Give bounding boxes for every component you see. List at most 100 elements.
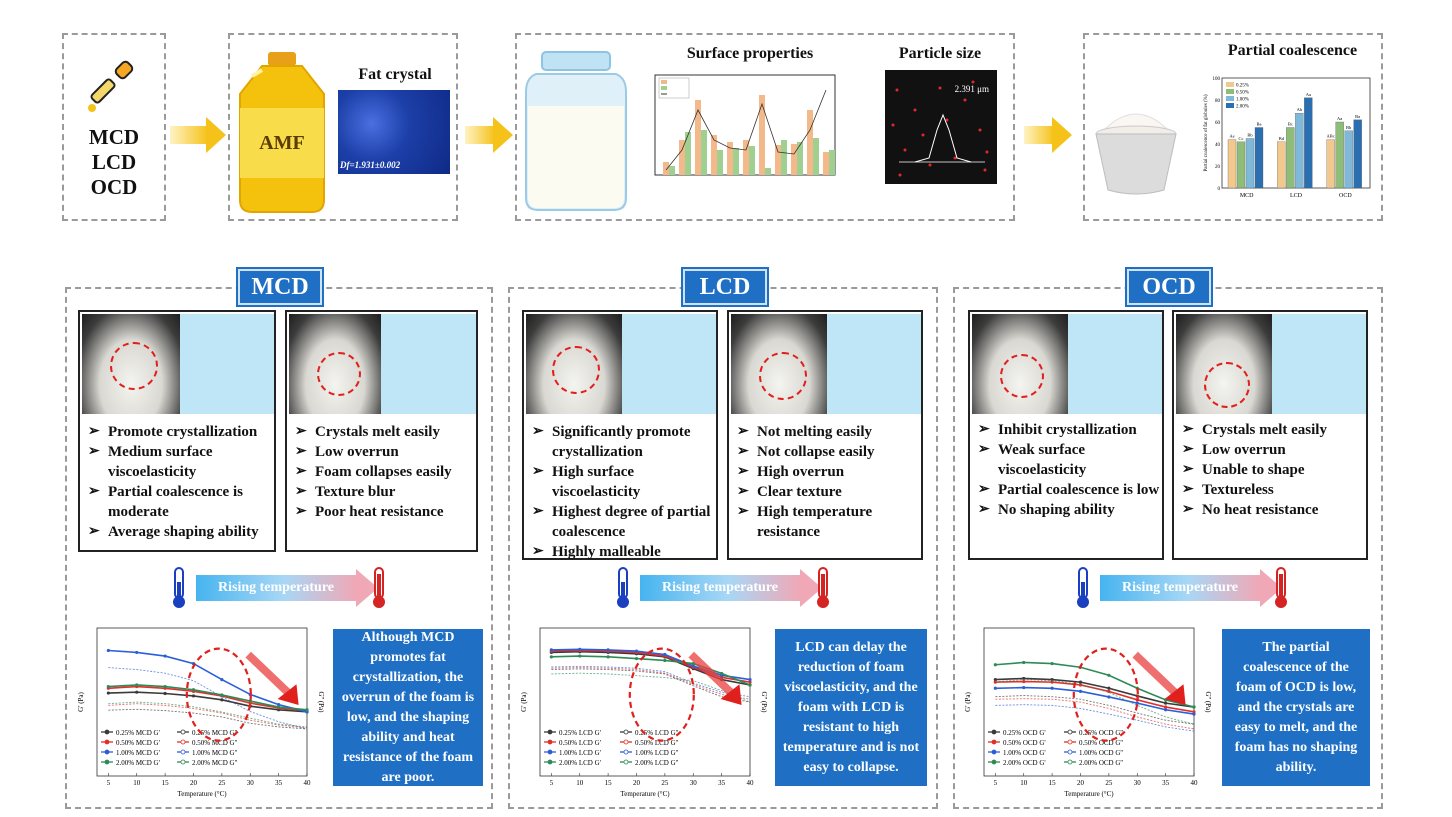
series-point [993,686,997,690]
bar-label: Bc [1288,122,1293,127]
bar-label: Ba [1355,114,1360,119]
series-point [220,698,224,702]
x-axis-label: Temperature (°C) [177,790,227,798]
series-line-gp [108,691,308,713]
particle-value: 2.391 μm [954,84,989,94]
legend-marker [180,759,186,765]
plot-frame [983,627,1195,777]
bar [1254,127,1264,189]
bar [1335,121,1344,189]
legend-label: 0.50% MCD G'' [192,739,237,747]
series-point [191,688,196,692]
ocd-left-bullet: No shaping ability [976,500,1164,520]
legend-label: 0.50% [1236,91,1249,96]
legend-swatch [1226,103,1234,108]
ocd-right-bullet: Textureless [1180,480,1368,500]
bar-label: Ae [1229,134,1234,139]
bar [1304,97,1313,189]
bar [1286,127,1295,189]
series-point [663,658,667,663]
bar [1277,141,1286,189]
series-point [993,680,997,684]
series-line-gpp [995,695,1195,725]
series-point [691,664,695,668]
legend-marker [991,739,997,745]
series-line-gpp [551,667,751,700]
series-line-gpp [995,698,1195,730]
bar [1236,141,1246,189]
ocd-crystal-illustration-2 [1272,314,1366,414]
ocd-right-panel: Crystals melt easily Low overrun Unable … [1172,310,1368,560]
ocd-right-bullet: Crystals melt easily [1180,420,1368,440]
x-tick-label: 10 [1020,779,1028,787]
bar-label: Bb [1247,133,1253,138]
series-point [748,677,752,682]
series-point [220,677,224,682]
x-tick-label: 5 [550,779,554,787]
legend-label: 0.25% OCD G'' [1079,729,1123,737]
series-point [606,655,610,659]
series-point [720,671,724,676]
trend-arrow-head [1164,684,1186,705]
fat-crystal-title: Fat crystal [358,66,432,83]
lcd-left-bullet: Significantly promote crystallization [530,422,718,462]
x-tick-label: 30 [1134,779,1142,787]
series-line-gp [108,649,308,713]
trend-arrow-head [277,684,299,705]
legend-marker [623,749,629,755]
series-point [1164,701,1168,705]
legend-label: 2.00% MCD G' [116,759,160,767]
x-tick-label: 40 [304,779,312,787]
ocd-left-bullet: Inhibit crystallization [976,420,1164,440]
mcd-left-bullet: Medium surface viscoelasticity [86,442,276,482]
series-point [1050,680,1054,684]
oil-bottle-icon [232,50,332,215]
legend-label: 2.00% LCD G'' [635,759,678,767]
cd-type-mcd: MCD [88,125,140,149]
x-tick-label: 10 [576,779,584,787]
series-point [1022,660,1026,665]
cold-thermometer-icon [168,566,190,610]
fat-crystal-image: Df=1.931±0.002 [338,90,450,174]
series-point [106,684,110,689]
section-tag-lcd: LCD [683,269,767,305]
series-point [578,654,582,658]
category-label: LCD [1290,193,1303,199]
series-point [1078,680,1083,684]
bar-label: Aa [1337,116,1342,121]
bar [1295,113,1304,189]
ocd-left-bullets: Inhibit crystallization Weak surface vis… [976,420,1164,520]
series-line-gpp [108,667,308,730]
x-tick-label: 25 [1105,779,1113,787]
x-tick-label: 25 [218,779,226,787]
ocd-focus-circle-2 [1204,362,1250,408]
ocd-left-bullet: Weak surface viscoelasticity [976,440,1164,480]
cd-type-lcd: LCD [91,150,137,174]
legend-marker [104,759,110,765]
y-tick-label: 100 [1213,77,1221,82]
series-point [1050,661,1054,666]
x-tick-label: 30 [690,779,698,787]
series-point [663,652,667,657]
legend-marker [104,739,110,745]
ocd-right-bullet: No heat resistance [1180,500,1368,520]
series-point [1192,710,1196,714]
series-line-gpp [108,703,308,729]
cd-types-box [62,33,166,221]
dropper-icon [84,58,140,114]
ocd-crystal-illustration-1 [1068,314,1162,414]
series-line-gpp [551,668,751,703]
mcd-crystal-illustration-1 [180,314,274,414]
mcd-right-panel: Crystals melt easily Low overrun Foam co… [285,310,478,552]
highlight-ellipse [628,647,695,742]
legend-label: 2.00% [1236,105,1249,110]
ocd-left-panel: Inhibit crystallization Weak surface vis… [968,310,1164,560]
lcd-left-panel: Significantly promote crystallization Hi… [522,310,718,562]
lcd-left-bullet: High surface viscoelasticity [530,462,718,502]
legend-marker [1067,749,1073,755]
category-label: MCD [1240,193,1254,199]
series-point [578,647,582,651]
ocd-right-bullet: Unable to shape [1180,460,1368,480]
y-tick-label: 80 [1215,99,1221,104]
